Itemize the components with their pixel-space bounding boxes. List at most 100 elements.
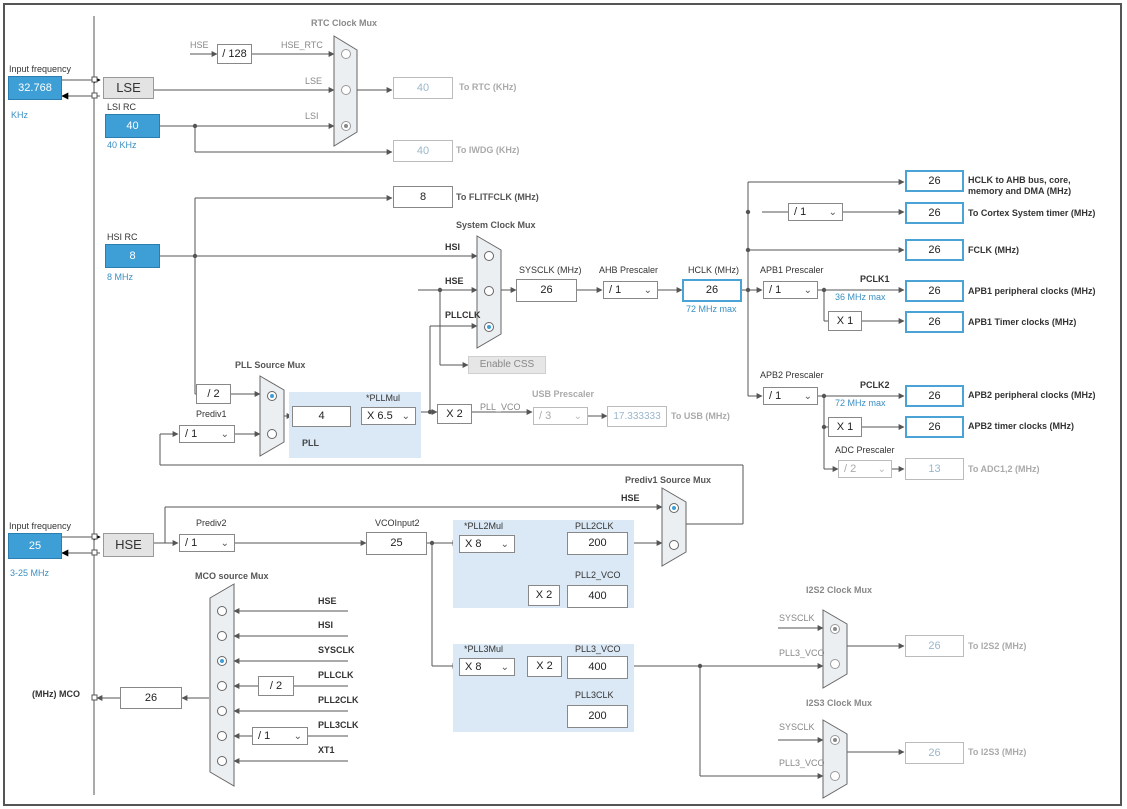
pll-hsi-div2: / 2 xyxy=(196,384,231,404)
mco-sysclk-label: SYSCLK xyxy=(318,645,355,655)
prediv1-mux-radio-pll2[interactable] xyxy=(669,540,679,550)
usb-output-label: To USB (MHz) xyxy=(671,411,730,421)
rtc-hse-divider: / 128 xyxy=(217,44,252,64)
usb-prescaler-select[interactable]: / 3⌄ xyxy=(533,407,588,425)
pllmul-value: X 6.5 xyxy=(367,410,393,422)
rtc-radio-lsi[interactable] xyxy=(341,121,351,131)
apb2-timer-multiplier: X 1 xyxy=(828,417,862,437)
pll-source-radio-prediv1[interactable] xyxy=(267,429,277,439)
sysmux-hse-label: HSE xyxy=(445,276,464,286)
i2s2-output-value: 26 xyxy=(905,635,964,657)
pclk2-label: PCLK2 xyxy=(860,380,890,390)
hsi-unit: 8 MHz xyxy=(107,272,134,282)
apb1-prescaler-value: / 1 xyxy=(769,284,782,296)
chevron-down-icon: ⌄ xyxy=(877,464,886,475)
prediv1-mux-shape xyxy=(661,487,687,567)
mco-radio-pll2clk[interactable] xyxy=(217,706,227,716)
mco-radio-hse[interactable] xyxy=(217,606,227,616)
sysmux-radio-hse[interactable] xyxy=(484,286,494,296)
pll3mul-caption: *PLL3Mul xyxy=(464,644,504,654)
fclk-label: FCLK (MHz) xyxy=(968,245,1019,255)
chevron-down-icon: ⌄ xyxy=(643,285,652,296)
i2s2-pll3vco-label: PLL3_VCO xyxy=(779,648,825,658)
prediv1-mux-radio-hse[interactable] xyxy=(669,503,679,513)
sysmux-radio-pllclk[interactable] xyxy=(484,322,494,332)
apb1-timer-label: APB1 Timer clocks (MHz) xyxy=(968,317,1077,327)
i2s2-output-label: To I2S2 (MHz) xyxy=(968,641,1027,651)
prediv1-value: / 1 xyxy=(185,428,198,440)
i2s2-sysclk-label: SYSCLK xyxy=(779,613,815,623)
pllmul-select[interactable]: X 6.5 ⌄ xyxy=(361,407,416,425)
pll-source-mux-title: PLL Source Mux xyxy=(235,360,306,370)
apb1-timer-value: 26 xyxy=(905,311,964,333)
chevron-down-icon: ⌄ xyxy=(803,285,812,296)
hse-input-caption: Input frequency xyxy=(9,521,72,531)
chevron-down-icon: ⌄ xyxy=(220,429,229,440)
chevron-down-icon: ⌄ xyxy=(401,411,410,422)
iwdg-output-value: 40 xyxy=(393,140,453,162)
mco-radio-pllclk[interactable] xyxy=(217,681,227,691)
i2s2-radio-pll3vco[interactable] xyxy=(830,659,840,669)
pll-vco-x2: X 2 xyxy=(437,404,472,424)
i2s3-radio-pll3vco[interactable] xyxy=(830,771,840,781)
adc-prescaler-caption: ADC Prescaler xyxy=(835,445,895,455)
i2s3-radio-sysclk[interactable] xyxy=(830,735,840,745)
pll2clk-value: 200 xyxy=(567,532,628,555)
pll3mul-select[interactable]: X 8⌄ xyxy=(459,658,515,676)
cortex-divider-select[interactable]: / 1⌄ xyxy=(788,203,843,221)
pll3mul-value: X 8 xyxy=(465,661,482,673)
mco-radio-sysclk[interactable] xyxy=(217,656,227,666)
i2s3-pll3vco-label: PLL3_VCO xyxy=(779,758,825,768)
hclk-caption: HCLK (MHz) xyxy=(688,265,739,275)
mco-radio-pll3clk[interactable] xyxy=(217,731,227,741)
mco-mux-title: MCO source Mux xyxy=(195,571,269,581)
cortex-output-value: 26 xyxy=(905,202,964,224)
mco-radio-xt1[interactable] xyxy=(217,756,227,766)
prediv2-value: / 1 xyxy=(185,537,198,549)
enable-css-button[interactable]: Enable CSS xyxy=(468,356,546,374)
apb1-peripheral-value: 26 xyxy=(905,280,964,302)
mco-hsi-label: HSI xyxy=(318,620,334,630)
i2s3-sysclk-label: SYSCLK xyxy=(779,722,815,732)
adc-prescaler-select[interactable]: / 2⌄ xyxy=(838,460,892,478)
pll-vco-label: PLL_VCO xyxy=(480,402,521,412)
pll-source-radio-hsi[interactable] xyxy=(267,391,277,401)
apb1-prescaler-select[interactable]: / 1 ⌄ xyxy=(763,281,818,299)
vcoinput2-caption: VCOInput2 xyxy=(375,518,420,528)
rtc-hse-label: HSE xyxy=(190,40,209,50)
hse-input-frequency[interactable]: 25 xyxy=(8,533,62,559)
i2s2-radio-sysclk[interactable] xyxy=(830,624,840,634)
pll-source-mux-shape xyxy=(259,375,285,457)
mco-xt1-label: XT1 xyxy=(318,745,335,755)
hse-range: 3-25 MHz xyxy=(10,568,50,578)
i2s2-mux-title: I2S2 Clock Mux xyxy=(806,585,873,595)
apb2-timer-label: APB2 timer clocks (MHz) xyxy=(968,421,1075,431)
usb-output-value: 17.333333 xyxy=(607,406,667,427)
prediv1-mux-hse-label: HSE xyxy=(621,493,640,503)
prediv1-caption: Prediv1 xyxy=(196,409,227,419)
prediv1-select[interactable]: / 1 ⌄ xyxy=(179,425,235,443)
apb1-max: 36 MHz max xyxy=(835,292,886,302)
hclk-max: 72 MHz max xyxy=(686,304,737,314)
rtc-mux-title: RTC Clock Mux xyxy=(311,18,378,28)
flitfclk-label: To FLITFCLK (MHz) xyxy=(456,192,539,202)
hse-oscillator: HSE xyxy=(103,533,154,557)
mco-radio-hsi[interactable] xyxy=(217,631,227,641)
mco-output-label: (MHz) MCO xyxy=(32,689,80,699)
apb2-prescaler-select[interactable]: / 1⌄ xyxy=(763,387,818,405)
pll2vco-caption: PLL2_VCO xyxy=(575,570,621,580)
prediv2-select[interactable]: / 1⌄ xyxy=(179,534,235,552)
pll2mul-select[interactable]: X 8⌄ xyxy=(459,535,515,553)
sysmux-radio-hsi[interactable] xyxy=(484,251,494,261)
lse-input-frequency[interactable]: 32.768 xyxy=(8,76,62,100)
sysclk-caption: SYSCLK (MHz) xyxy=(519,265,582,275)
ahb-output-label-2: memory and DMA (MHz) xyxy=(968,186,1072,196)
ahb-output-value: 26 xyxy=(905,170,964,192)
pclk1-label: PCLK1 xyxy=(860,274,890,284)
hclk-value[interactable]: 26 xyxy=(682,279,742,302)
rtc-radio-lse[interactable] xyxy=(341,85,351,95)
mco-pll3-divider-select[interactable]: / 1⌄ xyxy=(252,727,308,745)
ahb-prescaler-select[interactable]: / 1⌄ xyxy=(603,281,658,299)
pll3clk-value: 200 xyxy=(567,705,628,728)
rtc-radio-hse[interactable] xyxy=(341,49,351,59)
